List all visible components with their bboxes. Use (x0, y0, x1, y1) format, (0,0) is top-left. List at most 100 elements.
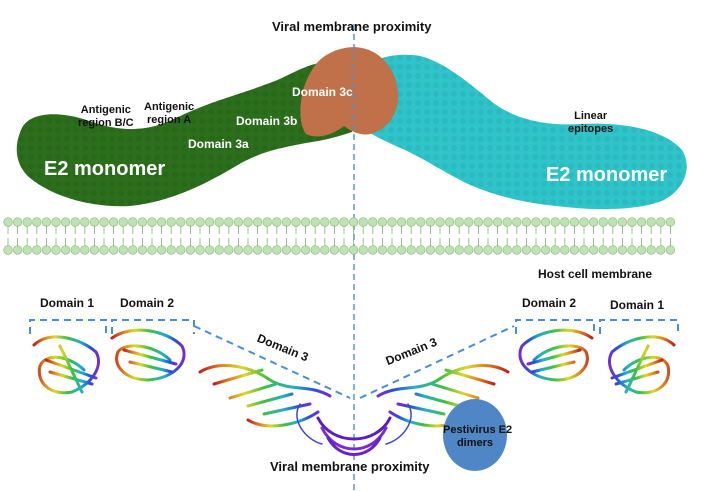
label-e2-monomer-right: E2 monomer (546, 164, 668, 186)
lipid-head (32, 217, 42, 227)
lipid-head (329, 245, 340, 255)
lipid-head (301, 217, 311, 227)
lipid-head (493, 217, 503, 227)
label-domain-3c: Domain 3c (292, 85, 353, 99)
lipid-head (137, 245, 147, 255)
lipid-head (656, 245, 666, 255)
lipid-head (176, 217, 186, 227)
lipid-head (339, 245, 349, 255)
lipid-head (377, 245, 388, 255)
e2-monomer-left-surface (16, 61, 352, 207)
lipid-head (60, 245, 71, 255)
bracket-domain-2-right (515, 319, 595, 334)
lipid-head (233, 217, 243, 227)
lipid-head (627, 245, 637, 255)
lipid-head (205, 217, 215, 227)
lipid-head (521, 245, 532, 255)
lipid-head (636, 217, 647, 227)
label-domain-3b: Domain 3b (236, 114, 298, 128)
lipid-head (329, 217, 340, 227)
lipid-head (185, 217, 195, 227)
bracket-domain-3-right (359, 325, 515, 399)
lipid-head (166, 245, 176, 255)
label-domain-2-left: Domain 2 (120, 296, 175, 310)
lipid-head (406, 245, 416, 255)
lipid-head (588, 217, 599, 227)
lipid-head (387, 217, 397, 227)
lipid-head (157, 245, 167, 255)
lipid-head (502, 245, 512, 255)
lipid-head (454, 245, 464, 255)
lipid-head (397, 217, 407, 227)
lipid-head (195, 245, 205, 255)
lipid-head (214, 217, 224, 227)
lipid-head (454, 217, 464, 227)
lipid-head (339, 217, 349, 227)
lipid-head (157, 217, 167, 227)
lipid-head (358, 245, 368, 255)
lipid-head (598, 217, 608, 227)
lipid-head (588, 245, 599, 255)
lipid-head (608, 217, 618, 227)
lipid-head (473, 245, 484, 255)
lipid-head (224, 217, 234, 227)
lipid-head (349, 245, 359, 255)
lipid-head (387, 245, 397, 255)
lipid-head (272, 245, 282, 255)
label-linear-epitopes: Linear epitopes (568, 110, 614, 135)
lipid-head (435, 245, 445, 255)
lipid-head (80, 245, 90, 255)
lipid-head (464, 217, 474, 227)
lipid-head (349, 217, 359, 227)
lipid-head (473, 217, 484, 227)
lipid-head (243, 245, 253, 255)
lipid-head (281, 245, 292, 255)
lipid-head (540, 217, 551, 227)
label-domain-3a: Domain 3a (188, 137, 249, 151)
lipid-head (550, 217, 560, 227)
lipid-head (569, 245, 580, 255)
lipid-head (560, 245, 570, 255)
lipid-head (445, 217, 455, 227)
lipid-head (99, 245, 109, 255)
lipid-head (51, 217, 61, 227)
bracket-domain-3-left (193, 325, 351, 399)
lipid-head (41, 217, 52, 227)
label-e2-monomer-left: E2 monomer (44, 158, 166, 180)
lipid-head (358, 217, 368, 227)
e2-monomer-right-surface (356, 54, 687, 210)
lipid-head (262, 217, 272, 227)
label-pestivirus-e2-dimers: Pestivirus E2 dimers (443, 424, 513, 449)
lipid-head (147, 245, 157, 255)
lipid-head (646, 245, 656, 255)
lipid-head (512, 245, 522, 255)
lipid-head (185, 245, 195, 255)
dimer-interface-ribbon (296, 403, 412, 456)
lipid-head (51, 245, 61, 255)
lipid-head (272, 217, 282, 227)
pestivirus-e2-dimers-badge (443, 399, 507, 471)
host-cell-membrane (3, 217, 676, 255)
label-antigenic-region-bc: Antigenic region B/C (78, 104, 134, 129)
lipid-head (483, 217, 493, 227)
lipid-head (579, 245, 589, 255)
lipid-head (137, 217, 147, 227)
lipid-head (320, 217, 330, 227)
lipid-head (550, 245, 560, 255)
lipid-head (60, 217, 71, 227)
lipid-head (70, 245, 80, 255)
lipid-head (425, 217, 436, 227)
lipid-head (128, 217, 138, 227)
lipid-head (416, 245, 426, 255)
bracket-domain-1-right (599, 319, 679, 334)
lipid-head (502, 217, 512, 227)
lipid-head (224, 245, 234, 255)
lipid-head (281, 217, 292, 227)
lipid-head (425, 245, 436, 255)
lipid-head (89, 217, 99, 227)
lipid-head (41, 245, 52, 255)
lipid-head (665, 245, 676, 255)
lipid-head (608, 245, 618, 255)
lipid-head (406, 217, 416, 227)
lipid-head (253, 245, 263, 255)
